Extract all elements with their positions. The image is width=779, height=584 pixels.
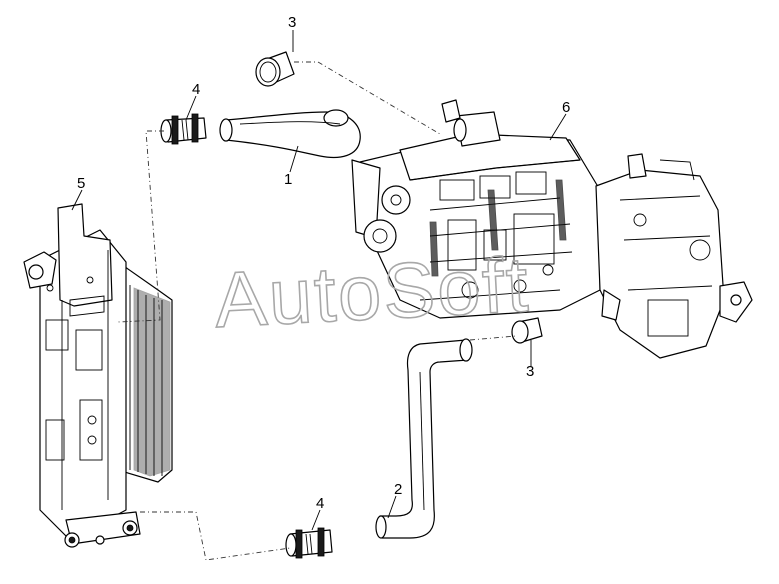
callout-1: 1 bbox=[284, 171, 292, 188]
lower-radiator-hose bbox=[375, 338, 473, 539]
callout-4-bottom: 4 bbox=[316, 495, 324, 512]
hose-connector-bottom bbox=[285, 527, 333, 559]
upper-radiator-hose bbox=[219, 109, 361, 159]
callout-5: 5 bbox=[77, 175, 85, 192]
callout-3-bottom: 3 bbox=[526, 363, 534, 380]
connection-lines bbox=[117, 61, 517, 561]
coupler-sleeve-bottom bbox=[511, 317, 543, 344]
hose-connector-top bbox=[160, 113, 207, 145]
callout-6: 6 bbox=[562, 99, 570, 116]
radiator-assembly bbox=[23, 203, 173, 548]
callout-labels: 1 2 3 3 4 4 5 6 bbox=[77, 14, 570, 512]
callout-3-top: 3 bbox=[288, 14, 296, 31]
callout-2: 2 bbox=[394, 481, 402, 498]
leader-lines bbox=[71, 30, 567, 531]
coupler-sleeve-top bbox=[255, 51, 295, 87]
callout-4-top: 4 bbox=[192, 81, 200, 98]
engine-assembly bbox=[351, 99, 753, 359]
watermark: AutoSoft bbox=[212, 240, 531, 344]
